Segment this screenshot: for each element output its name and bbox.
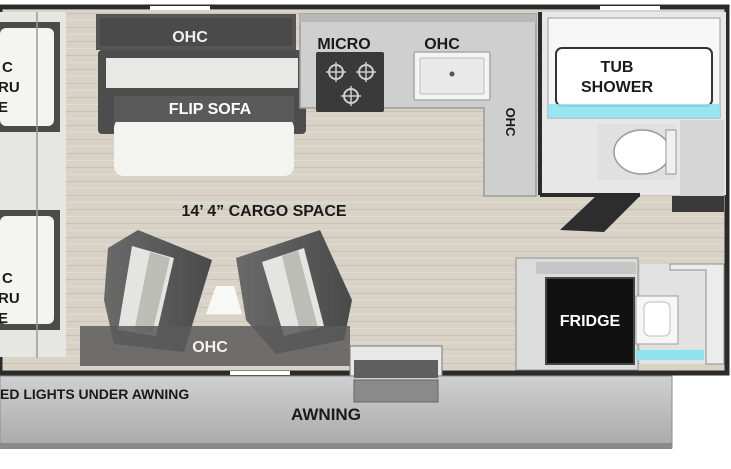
bunk-label-bottom-3: E (0, 310, 8, 327)
tub-shower-label-line1: TUB (601, 59, 634, 76)
bunk-label-top-3: E (0, 99, 8, 116)
side-table (206, 286, 242, 314)
awning (0, 375, 673, 449)
kitchen-sink (413, 51, 491, 101)
flip-sofa-label: FLIP SOFA (169, 101, 252, 118)
awning-label: AWNING (291, 405, 361, 424)
bunk-label-bottom-1: C (2, 270, 13, 287)
bunk-label-top-1: C (2, 59, 13, 76)
bunk-area: C RU E C RU E (0, 12, 66, 358)
bunk-label-top-2: RU (0, 79, 20, 96)
recliner-left (104, 230, 212, 352)
fridge-label: FRIDGE (560, 313, 621, 330)
ohc-label-top-right: OHC (424, 36, 460, 53)
bathroom-door (560, 196, 640, 232)
flip-sofa: FLIP SOFA (98, 50, 306, 176)
fridge-area: FRIDGE (515, 257, 639, 371)
bathroom: TUB SHOWER (538, 12, 726, 200)
cargo-space-label: 14’ 4” CARGO SPACE (181, 203, 346, 220)
entry-steps (349, 345, 443, 403)
micro-label: MICRO (317, 36, 370, 53)
led-lights-label: ED LIGHTS UNDER AWNING (0, 386, 189, 402)
ohc-cabinet-bottom (80, 326, 350, 366)
stove (316, 52, 384, 112)
tub-shower-label-line2: SHOWER (581, 79, 653, 96)
bunk-label-bottom-2: RU (0, 290, 20, 307)
ohc-label-bottom: OHC (192, 339, 228, 356)
ohc-label-side: OHC (503, 108, 518, 138)
bathroom-vanity (635, 263, 725, 365)
ohc-label-top-left: OHC (172, 29, 208, 46)
recliner-right (236, 230, 352, 354)
